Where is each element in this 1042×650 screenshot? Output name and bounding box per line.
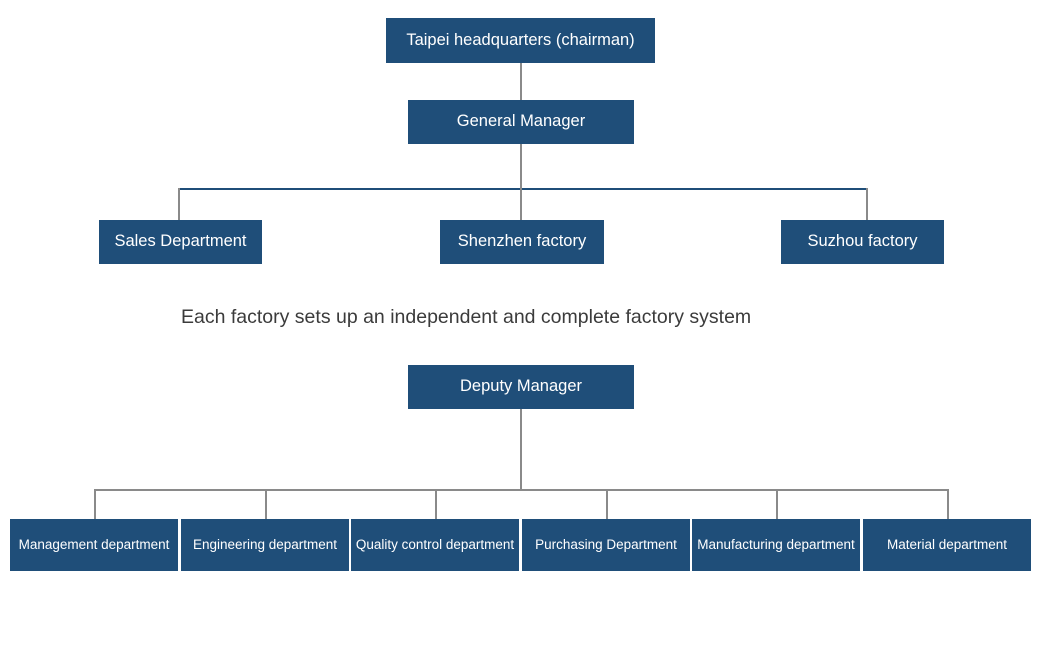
node-engineering-department[interactable]: Engineering department bbox=[181, 519, 349, 571]
connector-drop-shenzhen bbox=[520, 188, 522, 220]
connector-bus-level3 bbox=[178, 188, 867, 190]
node-label: Taipei headquarters (chairman) bbox=[406, 30, 635, 49]
node-deputy-manager[interactable]: Deputy Manager bbox=[408, 365, 634, 409]
node-label: Suzhou factory bbox=[807, 232, 918, 251]
connector-drop-purchasing bbox=[606, 489, 608, 519]
node-quality-control-department[interactable]: Quality control department bbox=[351, 519, 519, 571]
node-label: General Manager bbox=[456, 112, 586, 131]
node-label: Purchasing Department bbox=[535, 537, 677, 553]
node-sales-department[interactable]: Sales Department bbox=[99, 220, 262, 264]
connector-drop-manufacturing bbox=[776, 489, 778, 519]
node-material-department[interactable]: Material department bbox=[863, 519, 1031, 571]
connector-drop-quality bbox=[435, 489, 437, 519]
connector-drop-suzhou bbox=[866, 188, 868, 220]
node-suzhou-factory[interactable]: Suzhou factory bbox=[781, 220, 944, 264]
node-label: Shenzhen factory bbox=[457, 232, 587, 251]
connector-deputy-to-bus bbox=[520, 409, 522, 490]
node-label: Management department bbox=[18, 537, 170, 553]
connector-hq-to-gm bbox=[520, 63, 522, 102]
node-label: Engineering department bbox=[192, 537, 338, 553]
connector-bus-level5 bbox=[94, 489, 947, 491]
connector-drop-management bbox=[94, 489, 96, 519]
node-management-department[interactable]: Management department bbox=[10, 519, 178, 571]
node-manufacturing-department[interactable]: Manufacturing department bbox=[692, 519, 860, 571]
connector-drop-material bbox=[947, 489, 949, 519]
caption-factory-system: Each factory sets up an independent and … bbox=[181, 306, 752, 328]
connector-drop-engineering bbox=[265, 489, 267, 519]
node-label: Deputy Manager bbox=[460, 377, 582, 396]
node-shenzhen-factory[interactable]: Shenzhen factory bbox=[440, 220, 604, 264]
node-purchasing-department[interactable]: Purchasing Department bbox=[522, 519, 690, 571]
node-label: Quality control department bbox=[355, 537, 515, 553]
node-label: Manufacturing department bbox=[697, 537, 855, 553]
connector-gm-to-bus bbox=[520, 144, 522, 189]
node-general-manager[interactable]: General Manager bbox=[408, 100, 634, 144]
node-label: Material department bbox=[886, 537, 1008, 553]
node-label: Sales Department bbox=[114, 232, 247, 251]
connector-drop-sales bbox=[178, 188, 180, 220]
node-taipei-headquarters[interactable]: Taipei headquarters (chairman) bbox=[386, 18, 655, 63]
